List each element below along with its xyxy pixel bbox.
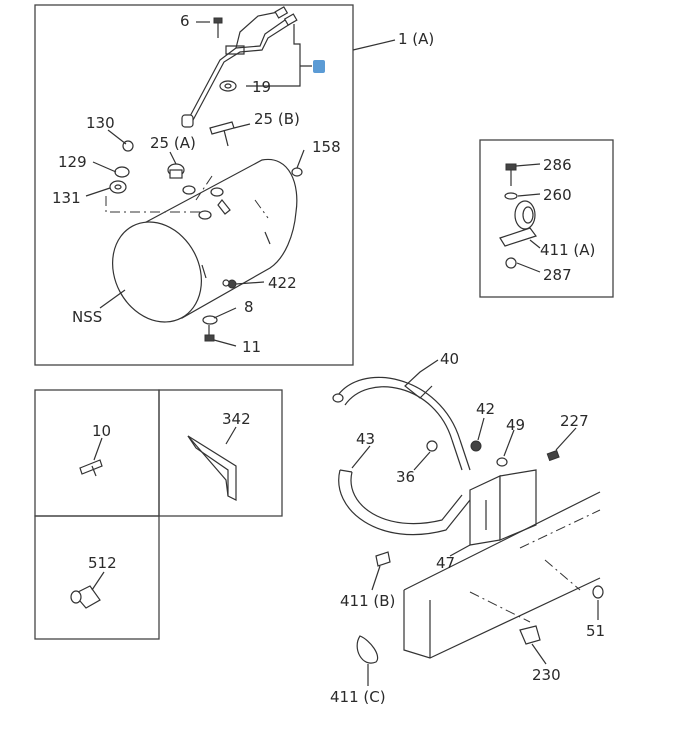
label-411a: 411 (A) — [540, 241, 595, 259]
bolt-11 — [204, 325, 215, 342]
label-40: 40 — [440, 350, 459, 368]
label-422: 422 — [268, 274, 297, 292]
tank-connection-dashes-2 — [195, 175, 269, 219]
label-nss: NSS — [72, 308, 102, 326]
label-158: 158 — [312, 138, 341, 156]
frame-bracket-kit — [479, 139, 614, 298]
label-230: 230 — [532, 666, 561, 684]
bracket-kit-parts — [499, 163, 541, 273]
label-1a: 1 (A) — [398, 30, 434, 48]
leaders-main — [85, 21, 396, 347]
label-10: 10 — [92, 422, 111, 440]
washer-8 — [202, 315, 218, 325]
cap-25a — [167, 163, 185, 179]
part-342-bracket — [187, 426, 237, 501]
label-25b: 25 (B) — [254, 110, 300, 128]
label-47: 47 — [436, 554, 455, 572]
fittings-129-130-131 — [109, 140, 134, 194]
label-227: 227 — [560, 412, 589, 430]
label-11: 11 — [242, 338, 261, 356]
strap-40 — [332, 376, 471, 471]
frame-part-342 — [158, 389, 283, 517]
label-287: 287 — [543, 266, 572, 284]
strap-43 — [338, 469, 471, 536]
label-42: 42 — [476, 400, 495, 418]
label-411c: 411 (C) — [330, 688, 386, 706]
tank-connection-dashes — [105, 196, 200, 213]
label-411b: 411 (B) — [340, 592, 395, 610]
label-342: 342 — [222, 410, 251, 428]
label-130: 130 — [86, 114, 115, 132]
label-260: 260 — [543, 186, 572, 204]
label-8: 8 — [244, 298, 254, 316]
highlight-marker-8 — [313, 60, 325, 73]
label-129: 129 — [58, 153, 87, 171]
part-512-connector — [70, 571, 105, 609]
clip-25b — [209, 121, 235, 147]
fuel-pipe-assembly — [181, 6, 298, 128]
washer-19 — [219, 80, 237, 92]
small-fasteners-right — [356, 440, 604, 664]
label-43: 43 — [356, 430, 375, 448]
frame-part-512 — [34, 515, 160, 640]
label-6: 6 — [180, 12, 190, 30]
frame-main-tank — [34, 4, 354, 366]
label-49: 49 — [506, 416, 525, 434]
label-512: 512 — [88, 554, 117, 572]
leaders-right — [351, 359, 599, 686]
label-286: 286 — [543, 156, 572, 174]
label-51: 51 — [586, 622, 605, 640]
label-131: 131 — [52, 189, 81, 207]
fuel-tank — [112, 158, 303, 323]
part-10-clip — [79, 437, 103, 477]
label-36: 36 — [396, 468, 415, 486]
label-25a: 25 (A) — [150, 134, 196, 152]
frame-rail — [403, 491, 601, 659]
bracket-47 — [469, 469, 537, 546]
bolt-6 — [213, 17, 223, 38]
label-19: 19 — [252, 78, 271, 96]
